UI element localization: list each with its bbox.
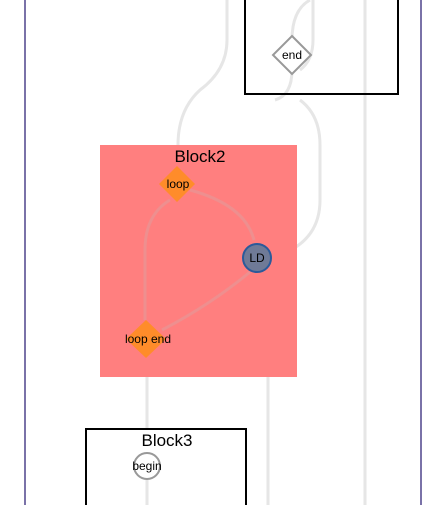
end-label: end [282, 48, 302, 62]
loop-end-label: loop end [125, 332, 171, 346]
ld-circle-shape [242, 243, 272, 273]
ld-node[interactable]: LD [242, 243, 272, 273]
block3-frame [85, 428, 247, 505]
block2-title: Block2 [174, 147, 225, 166]
edge-top-left [176, 0, 229, 146]
edge-end-down [274, 69, 294, 102]
edge-right-long [279, 98, 322, 257]
begin-label: begin [132, 459, 161, 473]
end-node[interactable]: end [271, 34, 313, 76]
edge-loop-to-ld [189, 188, 256, 241]
edge-loopend-to-loop [143, 198, 171, 320]
begin-circle-shape [133, 452, 161, 480]
edge-ld-to-loopend [161, 270, 251, 332]
end-diamond-shape [271, 34, 313, 76]
begin-node[interactable]: begin [132, 452, 162, 480]
loop-end-diamond-shape [126, 320, 166, 358]
loop-end-node[interactable]: loop end [125, 320, 171, 358]
loop-diamond-shape [159, 166, 195, 202]
block1-frame [244, 0, 399, 95]
loop-label: loop [167, 177, 190, 191]
loop-node[interactable]: loop [159, 166, 195, 202]
ld-label: LD [249, 251, 265, 265]
block2-edges [143, 188, 256, 332]
block3-title: Block3 [141, 431, 192, 450]
edge-end-up [290, 0, 311, 41]
